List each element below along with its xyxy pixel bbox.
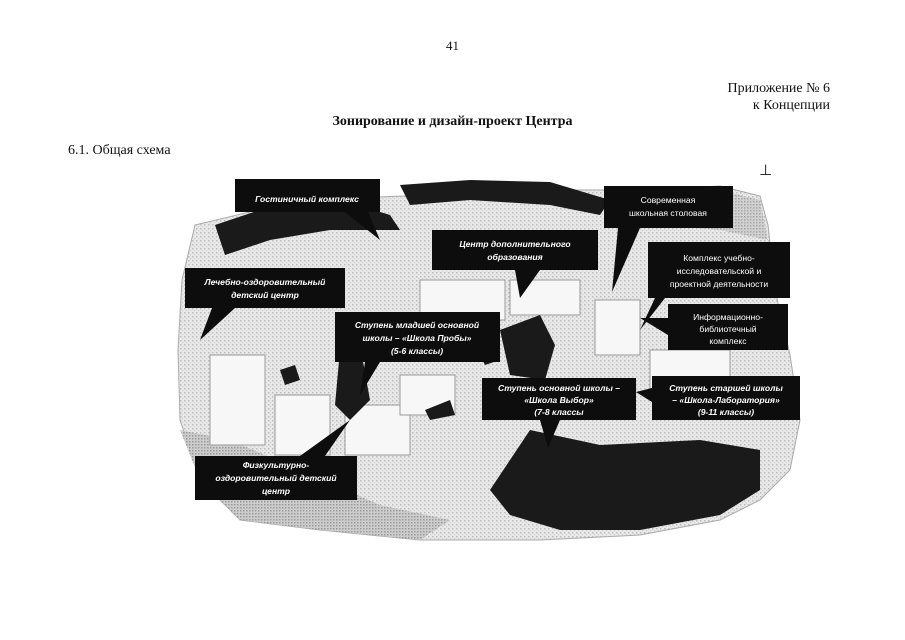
callout-senior-school-line-2: – «Школа-Лаборатория» bbox=[672, 395, 780, 405]
callout-research-complex-line-1: Комплекс учебно- bbox=[683, 253, 755, 263]
callout-additional-education-line-1: Центр дополнительного bbox=[459, 239, 570, 249]
section-heading: 6.1. Общая схема bbox=[68, 143, 171, 158]
callout-research-complex-line-3: проектной деятельности bbox=[670, 279, 769, 289]
callout-senior-school-line-3: (9-11 классы) bbox=[698, 407, 754, 417]
landscape-dark bbox=[215, 180, 760, 530]
appendix-line-1: Приложение № 6 bbox=[727, 81, 831, 96]
callout-senior-school-line-1: Ступень старшей школы bbox=[669, 383, 783, 393]
callout-basic-school-line-3: (7-8 классы bbox=[534, 407, 584, 417]
corner-mark: ⊥ bbox=[759, 161, 773, 179]
callout-canteen-line-1: Современная bbox=[641, 195, 696, 205]
callout-health-center-line-2: детский центр bbox=[231, 290, 299, 300]
callout-primary-school-line-3: (5-6 классы) bbox=[391, 346, 443, 356]
callout-sports-center: Физкультурно- оздоровительный детский це… bbox=[195, 420, 357, 500]
buildings bbox=[209, 279, 731, 456]
callout-canteen-line-2: школьная столовая bbox=[629, 208, 707, 218]
callout-research-complex: Комплекс учебно- исследовательской и про… bbox=[640, 242, 790, 330]
callout-library-line-2: библиотечный bbox=[699, 324, 756, 334]
callout-research-complex-line-2: исследовательской и bbox=[677, 266, 762, 276]
callout-sports-center-line-1: Физкультурно- bbox=[243, 460, 310, 470]
callout-library-line-1: Информационно- bbox=[693, 312, 763, 322]
appendix-line-2: к Концепции bbox=[752, 98, 830, 113]
callout-canteen: Современная школьная столовая bbox=[604, 186, 733, 292]
callout-senior-school: Ступень старшей школы – «Школа-Лаборатор… bbox=[636, 376, 800, 420]
callout-hotel: Гостиничный комплекс bbox=[235, 179, 380, 240]
document-title: Зонирование и дизайн-проект Центра bbox=[332, 114, 573, 129]
callout-library: Информационно- библиотечный комплекс bbox=[640, 304, 788, 350]
callout-health-center: Лечебно-оздоровительный детский центр bbox=[185, 268, 345, 340]
callout-additional-education-line-2: образования bbox=[487, 252, 542, 262]
callout-primary-school: Ступень младшей основной школы – «Школа … bbox=[335, 312, 500, 395]
callout-basic-school: Ступень основной школы – «Школа Выбор» (… bbox=[482, 378, 636, 448]
callout-library-line-3: комплекс bbox=[709, 336, 747, 346]
callout-basic-school-line-1: Ступень основной школы – bbox=[498, 383, 620, 393]
callout-sports-center-line-2: оздоровительный детский bbox=[215, 473, 337, 483]
appendix-note: Приложение № 6 к Концепции bbox=[728, 80, 831, 114]
callout-additional-education: Центр дополнительного образования bbox=[432, 230, 598, 298]
callout-hotel-line-1: Гостиничный комплекс bbox=[255, 194, 359, 204]
callout-basic-school-line-2: «Школа Выбор» bbox=[524, 395, 594, 405]
callout-health-center-line-1: Лечебно-оздоровительный bbox=[204, 277, 326, 287]
callout-primary-school-line-1: Ступень младшей основной bbox=[355, 320, 480, 330]
callout-sports-center-line-3: центр bbox=[262, 486, 290, 496]
callout-primary-school-line-2: школы – «Школа Пробы» bbox=[363, 333, 472, 343]
page-number: 41 bbox=[446, 38, 459, 53]
